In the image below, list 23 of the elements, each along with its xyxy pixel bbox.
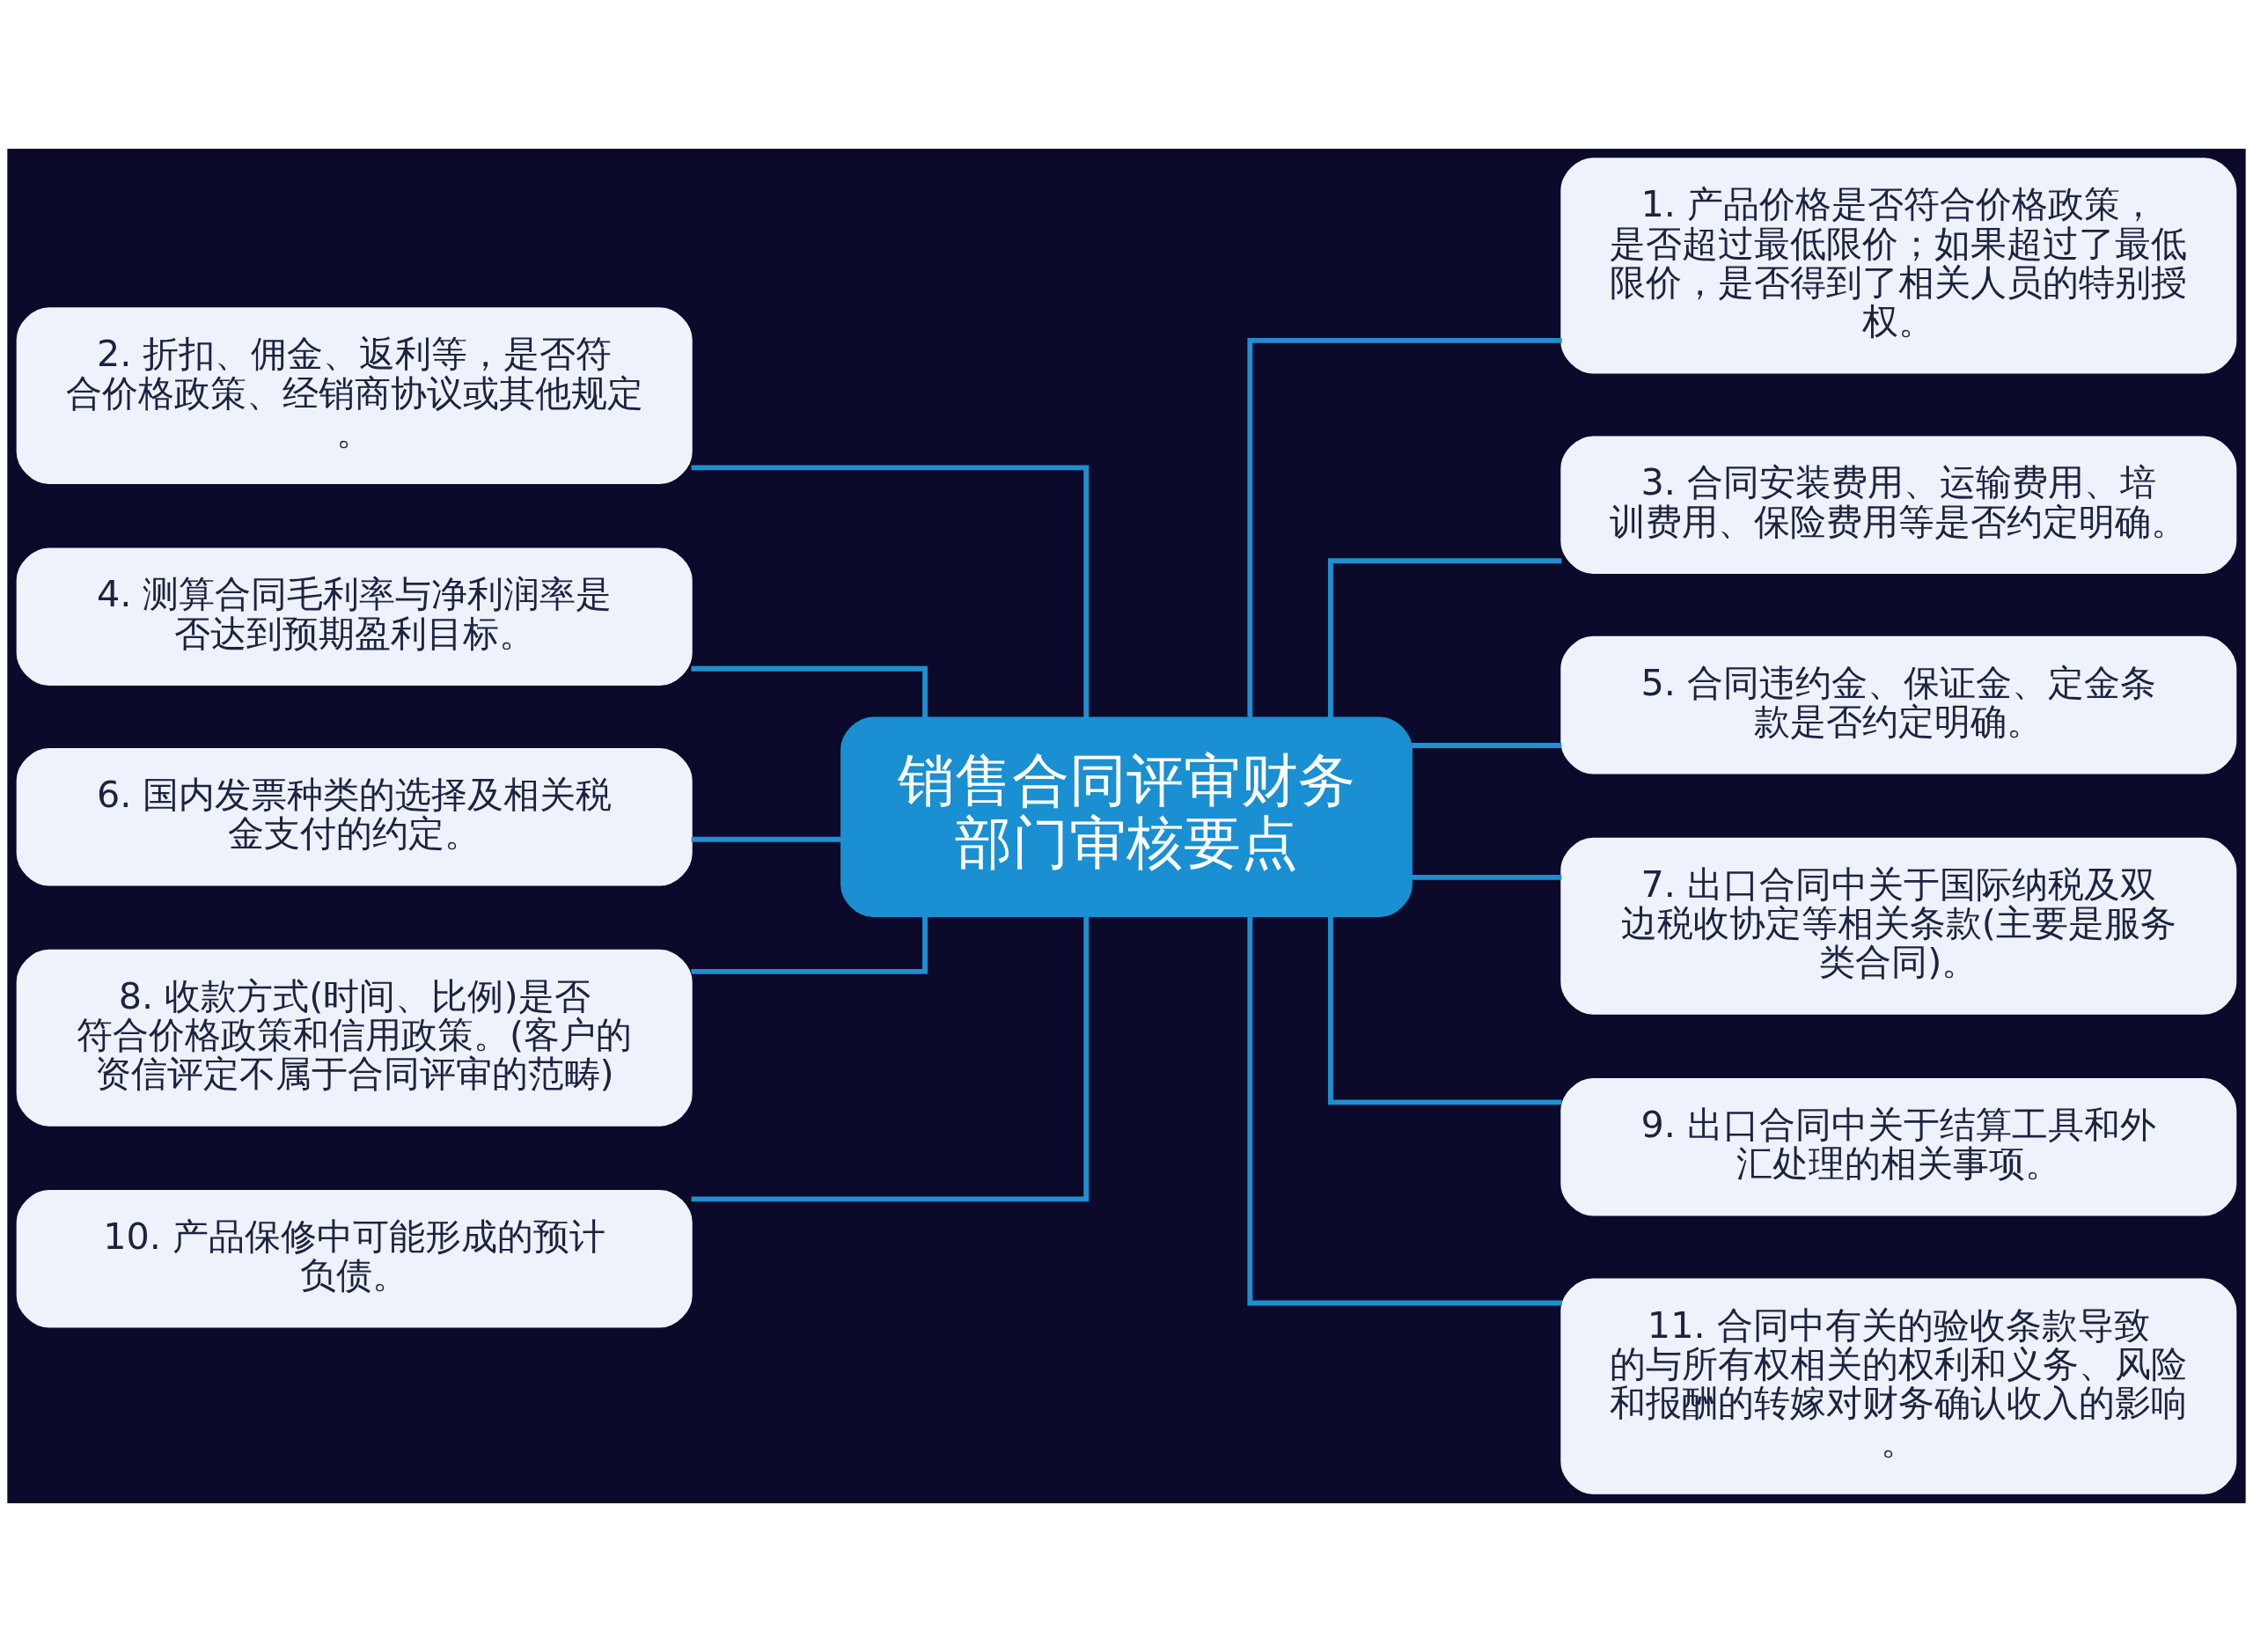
node-box: 6. 国内发票种类的选择及相关税金支付的约定。 bbox=[16, 747, 693, 886]
node-box: 5. 合同违约金、保证金、定金条款是否约定明确。 bbox=[1560, 635, 2237, 775]
connector bbox=[1327, 915, 1562, 1105]
node-box: 2. 折扣、佣金、返利等，是否符合价格政策、经销商协议或其他规定。 bbox=[16, 307, 693, 485]
connector bbox=[691, 836, 841, 842]
connector bbox=[1412, 742, 1562, 748]
node-box: 9. 出口合同中关于结算工具和外汇处理的相关事项。 bbox=[1560, 1078, 2237, 1216]
node-box: 10. 产品保修中可能形成的预计负债。 bbox=[16, 1190, 693, 1328]
node-box: 11. 合同中有关的验收条款导致的与所有权相关的权利和义务、风险和报酬的转嫁对财务确认收入的影响。 bbox=[1560, 1278, 2237, 1494]
node-box: 4. 测算合同毛利率与净利润率是否达到预期盈利目标。 bbox=[16, 547, 693, 686]
connector bbox=[691, 915, 928, 974]
node-box: 7. 出口合同中关于国际纳税及双边税收协定等相关条款(主要是服务类合同)。 bbox=[1560, 837, 2237, 1015]
connector bbox=[1247, 916, 1562, 1306]
connector bbox=[691, 665, 928, 718]
connector bbox=[1247, 337, 1562, 717]
node-box: 8. 收款方式(时间、比例)是否符合价格政策和信用政策。(客户的资信评定不属于合同评审的范畴) bbox=[16, 949, 693, 1127]
connector bbox=[691, 916, 1090, 1202]
connector bbox=[1412, 874, 1562, 880]
node-box: 1. 产品价格是否符合价格政策，是否超过最低限价；如果超过了最低限价，是否得到了相关人员的特别授权。 bbox=[1560, 158, 2237, 374]
node-box: 销售合同评审财务部门审核要点 bbox=[840, 716, 1413, 917]
node-box: 3. 合同安装费用、运输费用、培训费用、保险费用等是否约定明确。 bbox=[1560, 436, 2237, 574]
connector bbox=[691, 465, 1090, 718]
connector bbox=[1327, 558, 1562, 718]
